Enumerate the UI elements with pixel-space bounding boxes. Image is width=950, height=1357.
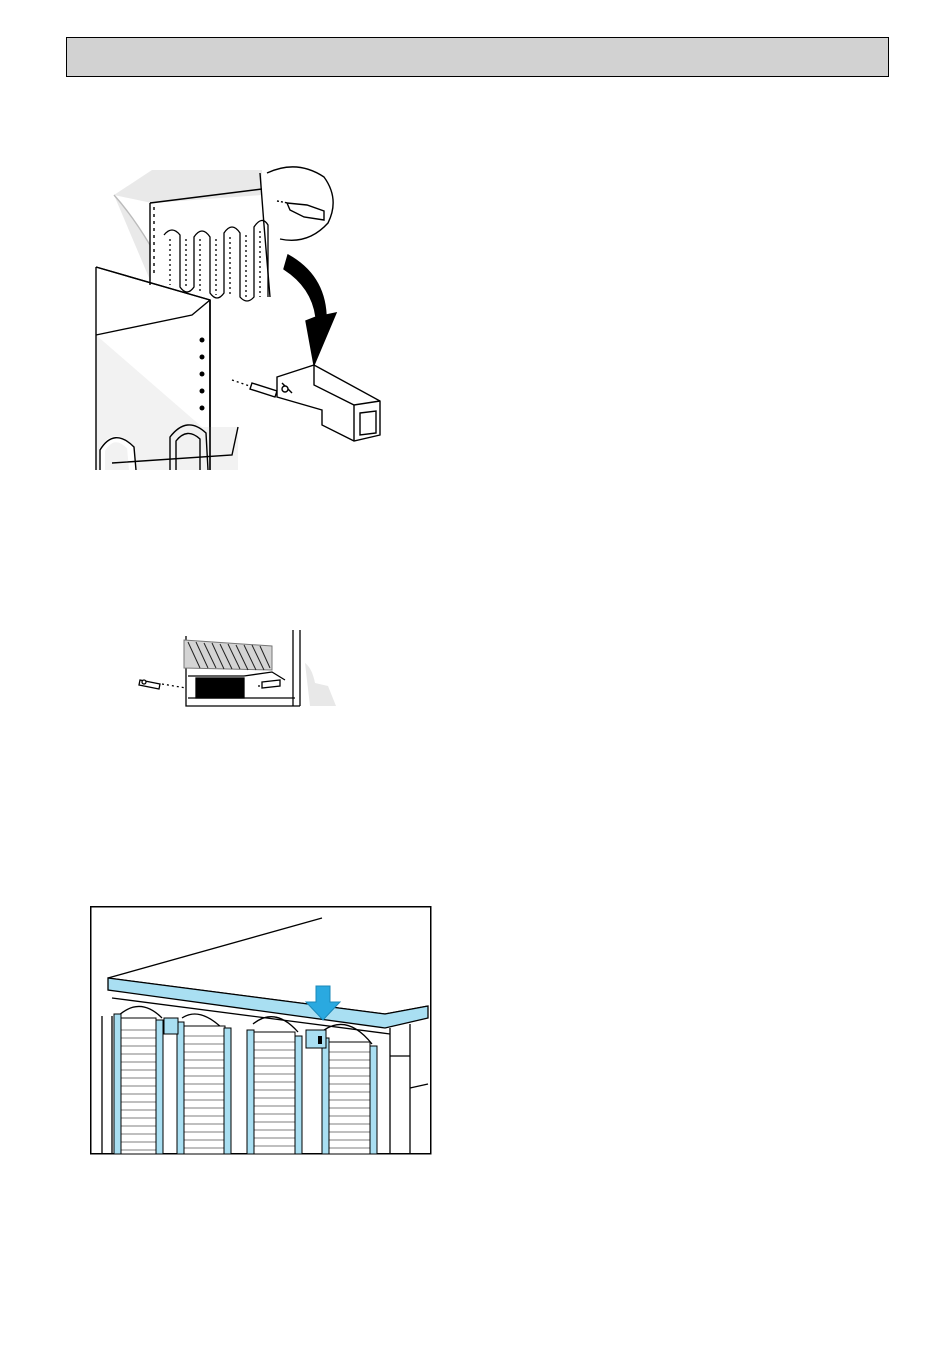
cabinet-top-coil-illustration [90,906,432,1156]
evaporator-side-view-illustration [130,628,340,710]
section-header-bar [66,37,889,77]
evaporator-connector-illustration [92,165,402,475]
section-header-title [67,38,888,58]
